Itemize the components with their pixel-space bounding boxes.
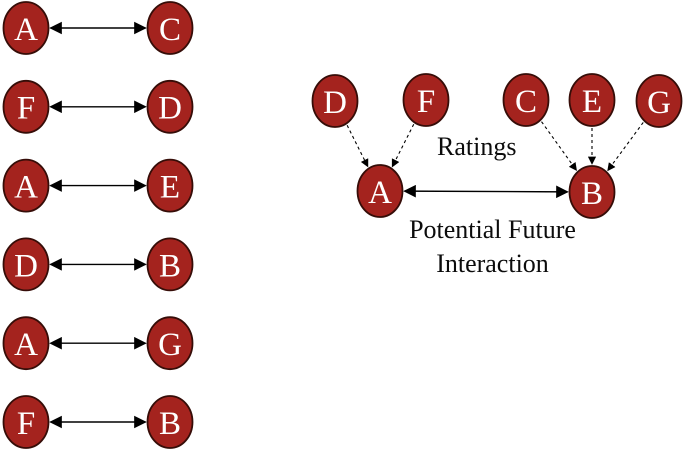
node-F: F: [2, 79, 50, 134]
node-G: G: [146, 316, 194, 371]
node-label-F: F: [17, 406, 35, 442]
node-label-C: C: [159, 12, 181, 48]
node-A: A: [2, 1, 50, 55]
rating-edge-F-A: [391, 123, 415, 168]
node-A: A: [356, 164, 404, 218]
interaction-edge-A-B: [403, 184, 569, 199]
node-F: F: [2, 395, 50, 449]
node-label-B: B: [159, 248, 181, 284]
node-A: A: [2, 316, 50, 371]
node-E: E: [568, 73, 616, 127]
node-label-A: A: [14, 327, 38, 363]
node-B: B: [146, 237, 194, 292]
node-label-E: E: [160, 169, 180, 205]
node-label-A: A: [14, 12, 38, 48]
rating-edge-C-B: [541, 121, 577, 172]
node-label-F: F: [417, 84, 435, 120]
node-B: B: [146, 395, 194, 449]
ratings-label: Ratings: [437, 132, 517, 161]
node-E: E: [146, 158, 194, 213]
node-D: D: [311, 74, 359, 128]
interaction-label-line1: Potential Future: [409, 215, 576, 244]
node-D: D: [2, 237, 50, 292]
node-G: G: [635, 74, 683, 128]
interaction-label-line2: Interaction: [436, 249, 549, 278]
node-A: A: [2, 158, 50, 213]
rating-edge-D-A: [346, 125, 369, 168]
node-label-D: D: [158, 91, 182, 127]
node-label-C: C: [515, 84, 537, 120]
node-label-E: E: [582, 84, 602, 120]
node-label-B: B: [581, 176, 603, 212]
node-label-D: D: [14, 248, 38, 284]
node-label-G: G: [647, 85, 671, 121]
node-label-A: A: [368, 175, 392, 211]
rating-edge-G-B: [607, 122, 644, 172]
node-C: C: [146, 1, 194, 55]
node-label-B: B: [159, 406, 181, 442]
node-C: C: [502, 73, 550, 127]
node-D: D: [146, 79, 194, 134]
node-label-G: G: [158, 327, 182, 363]
node-label-F: F: [17, 91, 35, 127]
node-F: F: [402, 73, 450, 127]
node-label-D: D: [323, 85, 347, 121]
interaction-label: Potential Future Interaction: [355, 213, 630, 281]
node-label-A: A: [14, 169, 38, 205]
node-B: B: [568, 165, 616, 219]
